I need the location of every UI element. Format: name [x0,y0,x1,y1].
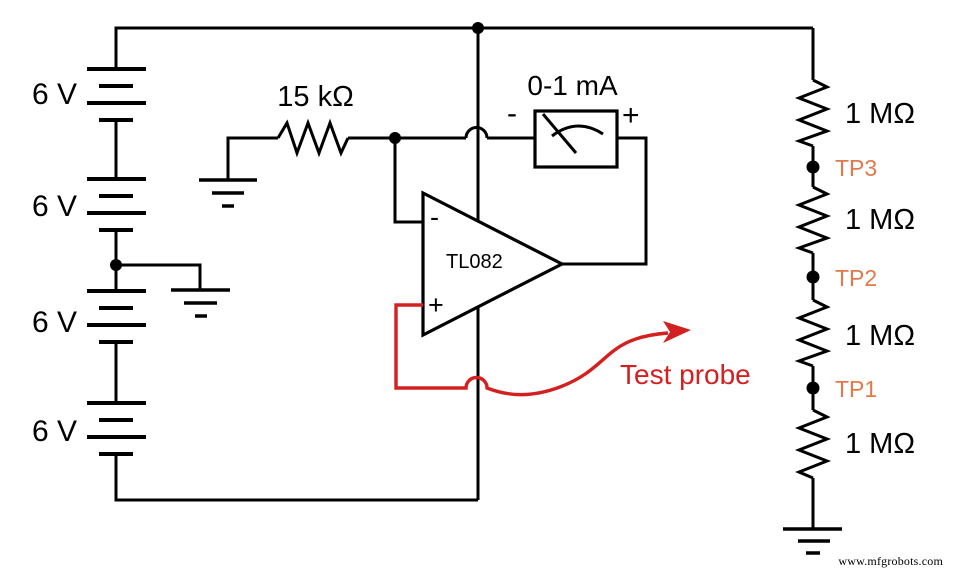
ground-icon-ladder [783,527,842,555]
wire-bottom-rail [114,454,478,502]
opamp-inverting-label: - [430,202,439,232]
junction-dot-center-tap [110,259,122,271]
wire-center-tap [116,263,202,290]
testpoint-tp1-label: TP1 [835,376,878,402]
test-probe-wire [394,303,691,397]
junction-dot-top-rail [472,22,484,34]
battery-stack-icon [87,67,146,456]
opamp-noninverting-label: + [428,290,444,320]
wire-inverting-input [393,138,423,224]
wire-hop-icon [464,126,489,139]
battery3-label: 6 V [32,306,78,339]
opamp-triangle-icon [421,190,566,338]
resistor-15k-label: 15 kΩ [277,81,354,113]
resistor-1m-icon-2 [794,185,832,255]
junction-dots [110,22,820,395]
meter-plus-label: + [622,99,640,132]
junction-dot-inverting [389,132,401,144]
testpoint-tp2-label: TP2 [835,265,878,291]
battery2-label: 6 V [32,190,78,223]
meter-icon [533,109,619,169]
opamp-part-label: TL082 [446,251,503,273]
resistor-1m-icon-1 [794,78,832,148]
wire-15k-ground [226,136,278,180]
wires [114,26,815,529]
testpoint-dot-tp2 [806,270,820,284]
grounds [171,178,842,555]
battery1-icon [87,67,146,122]
ground-icon-input [199,178,257,208]
probe-arrow-icon [663,321,691,343]
meter-range-label: 0-1 mA [527,70,618,101]
resistor-1m-icon-3 [794,298,832,368]
testpoint-dot-tp3 [806,160,820,174]
battery2-icon [87,177,146,232]
test-probe-label: Test probe [620,359,751,390]
meter-scale-arc [551,124,604,138]
ground-icon-center-tap [171,288,230,318]
ladder-resistor3-label: 1 MΩ [845,320,916,352]
battery3-icon [87,289,146,344]
resistor-1m-icon-4 [794,408,832,480]
probe-wire-path [394,303,669,397]
testpoint-dot-tp1 [806,381,820,395]
battery4-label: 6 V [32,415,78,448]
ladder-resistors [794,78,832,480]
ladder-resistor1-label: 1 MΩ [845,98,916,130]
battery4-icon [87,401,146,456]
ladder-resistor2-label: 1 MΩ [845,204,916,236]
watermark: www.mfgrobots.com [838,554,943,568]
meter-minus-label: - [507,97,517,130]
meter-needle [541,113,578,154]
wire-meter-output [562,136,648,266]
wire-top-rail [114,26,813,69]
resistor-15k-icon [276,118,350,158]
testpoint-tp3-label: TP3 [835,155,878,181]
battery1-label: 6 V [32,78,78,111]
ladder-resistor4-label: 1 MΩ [845,428,916,460]
